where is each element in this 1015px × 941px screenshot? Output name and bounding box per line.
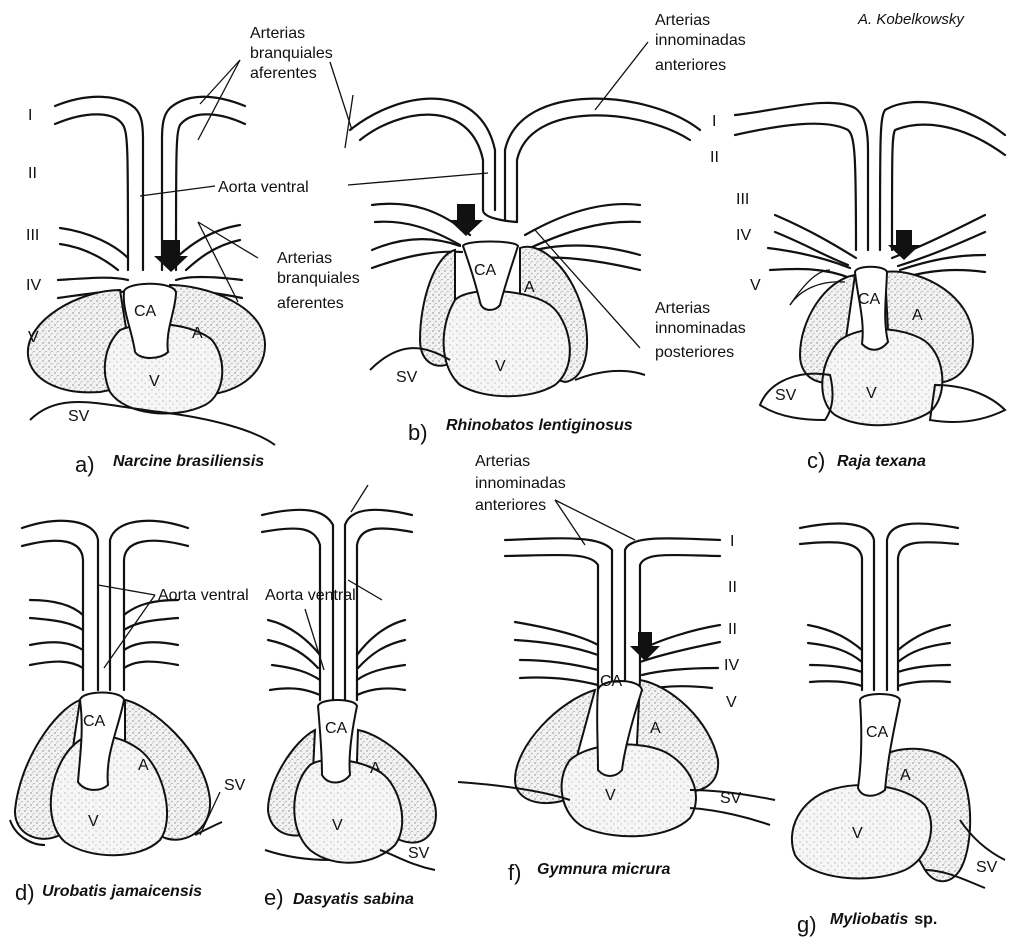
chamber-sv-f: SV xyxy=(720,790,742,807)
chamber-ca-a: CA xyxy=(134,303,157,320)
species-f: Gymnura micrura xyxy=(537,861,670,878)
species-g: Myliobatis sp. xyxy=(830,911,937,928)
panel-c xyxy=(735,102,1005,425)
panel-d xyxy=(10,521,222,855)
chamber-v-c: V xyxy=(866,385,877,402)
chamber-sv-b: SV xyxy=(396,369,418,386)
post-innominate-label-3b: posteriores xyxy=(655,344,734,361)
panel-letter-d: d) xyxy=(15,880,35,905)
chamber-v-a: V xyxy=(149,373,160,390)
ventral-aorta-label-d: Aorta ventral xyxy=(158,587,249,604)
chamber-sv-a: SV xyxy=(68,408,90,425)
afferent-label-1a-lower: Arterias xyxy=(277,250,332,267)
ventral-aorta-label-e: Aorta ventral xyxy=(265,587,356,604)
chamber-a-c: A xyxy=(912,307,923,324)
roman-ii-f: II xyxy=(728,579,737,596)
species-g-genus: Myliobatis xyxy=(830,911,908,928)
panel-g xyxy=(792,524,1005,888)
roman-i-f: I xyxy=(730,533,734,550)
chamber-sv-g: SV xyxy=(976,859,998,876)
panel-b xyxy=(330,42,700,396)
roman-i-c: I xyxy=(712,113,716,130)
roman-ii-f-2: II xyxy=(728,621,737,638)
roman-i-a: I xyxy=(28,107,32,124)
roman-ii-a: II xyxy=(28,165,37,182)
post-innominate-label-1b: Arterias xyxy=(655,300,710,317)
panel-letter-f: f) xyxy=(508,860,521,885)
panel-letter-e: e) xyxy=(264,885,284,910)
chamber-a-b: A xyxy=(524,279,535,296)
species-e: Dasyatis sabina xyxy=(293,891,414,908)
afferent-label-2a: branquiales xyxy=(250,45,333,62)
ant-innominate-label-3f: anteriores xyxy=(475,497,546,514)
panel-letter-a: a) xyxy=(75,452,95,477)
chamber-v-f: V xyxy=(605,787,616,804)
chamber-a-a: A xyxy=(192,325,203,342)
chamber-v-g: V xyxy=(852,825,863,842)
roman-iv-c: IV xyxy=(736,227,751,244)
chamber-ca-c: CA xyxy=(858,291,881,308)
roman-iv-a: IV xyxy=(26,277,41,294)
chamber-ca-f: CA xyxy=(600,673,623,690)
arrow-marker xyxy=(154,240,188,272)
chamber-a-e: A xyxy=(370,760,381,777)
chamber-sv-d: SV xyxy=(224,777,246,794)
chamber-ca-g: CA xyxy=(866,724,889,741)
chamber-v-d: V xyxy=(88,813,99,830)
arrow-marker xyxy=(449,204,483,236)
panel-letter-g: g) xyxy=(797,912,817,937)
chamber-a-d: A xyxy=(138,757,149,774)
ventral-aorta-label-a: Aorta ventral xyxy=(218,179,309,196)
afferent-label-3a: aferentes xyxy=(250,65,317,82)
roman-iii-c: III xyxy=(736,191,749,208)
panel-letter-b: b) xyxy=(408,420,428,445)
roman-iv-f: IV xyxy=(724,657,739,674)
chamber-ca-e: CA xyxy=(325,720,348,737)
ant-innominate-label-2f: innominadas xyxy=(475,475,566,492)
chamber-v-b: V xyxy=(495,358,506,375)
ant-innominate-label-3b: anteriores xyxy=(655,57,726,74)
chamber-sv-e: SV xyxy=(408,845,430,862)
species-b: Rhinobatos lentiginosus xyxy=(446,417,633,434)
roman-iii-a: III xyxy=(26,227,39,244)
species-a: Narcine brasiliensis xyxy=(113,453,264,470)
roman-v-c: V xyxy=(750,277,761,294)
panel-letter-c: c) xyxy=(807,448,825,473)
roman-ii-c: II xyxy=(710,149,719,166)
panel-e xyxy=(262,485,436,870)
ant-innominate-label-1b: Arterias xyxy=(655,12,710,29)
chamber-ca-d: CA xyxy=(83,713,106,730)
chamber-sv-c: SV xyxy=(775,387,797,404)
ant-innominate-label-1f: Arterias xyxy=(475,453,530,470)
afferent-label-2a-lower: branquiales xyxy=(277,270,360,287)
ant-innominate-label-2b: innominadas xyxy=(655,32,746,49)
author-credit: A. Kobelkowsky xyxy=(857,11,965,28)
afferent-label-1a: Arterias xyxy=(250,25,305,42)
roman-v-a: V xyxy=(28,329,39,346)
chamber-ca-b: CA xyxy=(474,262,497,279)
chamber-v-e: V xyxy=(332,817,343,834)
post-innominate-label-2b: innominadas xyxy=(655,320,746,337)
chamber-a-g: A xyxy=(900,767,911,784)
species-c: Raja texana xyxy=(837,453,926,470)
species-g-suffix: sp. xyxy=(914,911,937,928)
chamber-a-f: A xyxy=(650,720,661,737)
afferent-label-3a-lower: aferentes xyxy=(277,295,344,312)
roman-v-f: V xyxy=(726,694,737,711)
species-d: Urobatis jamaicensis xyxy=(42,883,202,900)
